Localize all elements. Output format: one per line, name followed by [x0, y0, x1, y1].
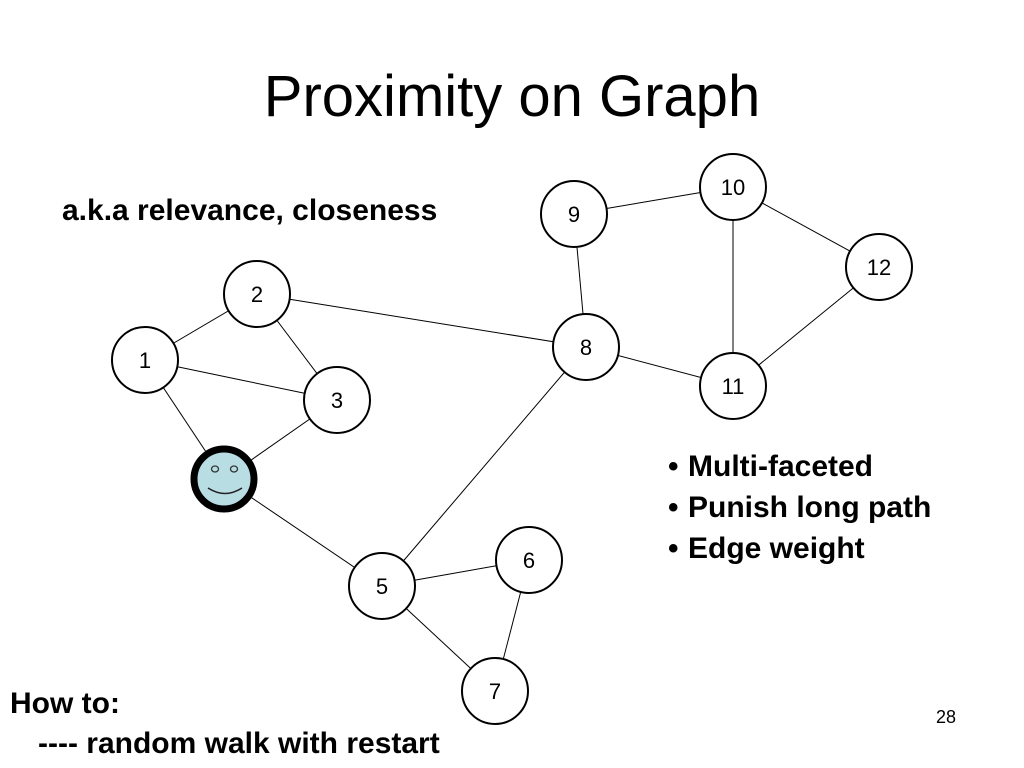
page-number: 28: [936, 707, 957, 727]
node-1: 1: [111, 326, 179, 394]
node-8: 8: [552, 313, 620, 381]
smiley-face-icon: [207, 465, 243, 495]
node-label: 2: [251, 282, 263, 307]
node-circle: [223, 260, 291, 328]
node-7: 7: [461, 657, 529, 725]
query-node: [190, 445, 258, 513]
node-circle: [303, 366, 371, 434]
node-label: 11: [722, 374, 745, 399]
node-2: 2: [223, 260, 291, 328]
how-to-heading: How to:: [10, 687, 120, 720]
slide-title: Proximity on Graph: [263, 64, 761, 129]
node-9: 9: [540, 180, 608, 248]
node-circle: [461, 657, 529, 725]
bullet-text: Punish long path: [688, 491, 932, 524]
slide-subtitle: a.k.a relevance, closeness: [62, 194, 438, 227]
node-3: 3: [303, 366, 371, 434]
node-label: 8: [580, 335, 592, 360]
bullet-marker: •: [668, 450, 679, 483]
node-circle: [845, 233, 913, 301]
node-label: 1: [139, 348, 151, 373]
node-circle: [348, 552, 416, 620]
edge-2-8: [256, 293, 587, 348]
node-label: 7: [489, 679, 501, 704]
node-label: 9: [568, 202, 580, 227]
edge-5-8: [381, 346, 587, 587]
bullet-list: • Multi-faceted • Punish long path • Edge w…: [668, 446, 931, 569]
node-11: 11: [699, 352, 767, 420]
node-circle: [495, 526, 563, 594]
smile-mouth: [207, 487, 243, 495]
bullet-marker: •: [668, 491, 679, 524]
right-eye: [229, 465, 239, 473]
node-circle: [111, 326, 179, 394]
node-circle: [699, 153, 767, 221]
query-node-circle: [190, 445, 258, 513]
node-6: 6: [495, 526, 563, 594]
bullet-item: • Edge weight: [668, 528, 931, 569]
left-eye: [210, 465, 220, 473]
node-label: 6: [523, 548, 535, 573]
bullet-text: Edge weight: [688, 532, 865, 565]
how-to-method: ---- random walk with restart: [38, 727, 440, 760]
bullet-item: • Punish long path: [668, 487, 931, 528]
node-label: 5: [376, 574, 388, 599]
node-12: 12: [845, 233, 913, 301]
node-circle: [540, 180, 608, 248]
node-label: 3: [331, 388, 343, 413]
bullet-marker: •: [668, 532, 679, 565]
node-label: 12: [867, 255, 891, 280]
node-circle: [552, 313, 620, 381]
node-circle: [699, 352, 767, 420]
bullet-item: • Multi-faceted: [668, 446, 931, 487]
node-5: 5: [348, 552, 416, 620]
node-10: 10: [699, 153, 767, 221]
node-label: 10: [721, 175, 745, 200]
bullet-text: Multi-faceted: [688, 450, 874, 483]
